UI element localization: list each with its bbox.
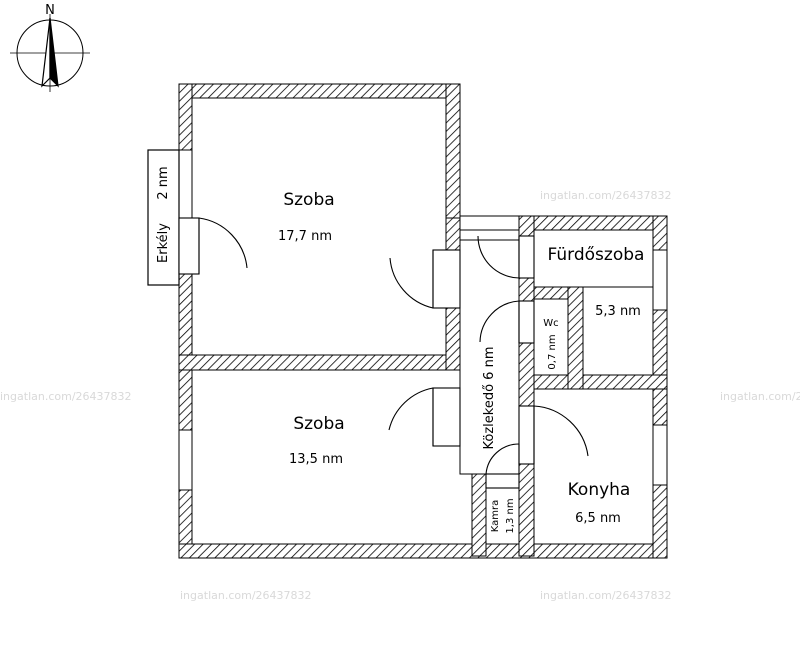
window	[178, 429, 193, 491]
window	[652, 249, 668, 311]
window	[652, 424, 668, 486]
door-swing	[485, 443, 520, 475]
door-swing	[388, 387, 434, 431]
room-area-konyha: 6,5 nm	[575, 511, 621, 526]
wall-bottom	[178, 543, 668, 559]
door-swing	[479, 300, 520, 343]
door-opening	[518, 235, 535, 279]
room-area-furdoszoba: 5,3 nm	[595, 304, 641, 319]
room-area-kamra: 1,3 nm	[505, 498, 516, 533]
compass-north-label: N	[45, 3, 55, 18]
room-floors	[191, 97, 654, 545]
floor-furdoszoba-right	[582, 286, 654, 376]
room-name-erkely: Erkély	[156, 223, 171, 263]
wall-between-szoba	[178, 354, 461, 371]
room-name-szoba2: Szoba	[293, 414, 344, 434]
door-swing	[198, 217, 248, 269]
watermark: ingatlan.com/26437832	[540, 589, 672, 602]
wall-top-left-block	[178, 83, 461, 99]
window	[178, 149, 193, 221]
wall-szoba1-right-upper	[445, 83, 461, 219]
door-opening	[178, 217, 200, 275]
door-opening	[485, 473, 520, 489]
room-name-wc: Wc	[543, 318, 558, 329]
wall-bath-bottom	[533, 374, 668, 390]
floor-szoba2	[191, 369, 473, 545]
floor-furdoszoba-top	[533, 229, 654, 288]
floor-konyha	[533, 388, 654, 545]
room-name-konyha: Konyha	[568, 480, 631, 500]
door-opening	[518, 405, 535, 465]
compass-needle-right	[49, 17, 59, 88]
watermark: ingatlan.com/26437832	[180, 589, 312, 602]
room-area-erkely: 2 nm	[156, 166, 171, 199]
watermark: ingatlan.com/26437832	[0, 390, 132, 403]
balcony-outline	[147, 149, 180, 286]
windows	[178, 149, 668, 491]
room-area-szoba2: 13,5 nm	[289, 452, 343, 467]
floor-szoba1	[191, 97, 447, 356]
room-name-kamra: Kamra	[490, 500, 501, 533]
door-swing	[533, 405, 589, 457]
watermark: ingatlan.com/26437832	[540, 189, 672, 202]
compass-needle-left	[41, 17, 51, 88]
wall-wc-right	[567, 286, 584, 390]
wall-konyha-left	[518, 459, 535, 557]
balcony	[147, 149, 180, 286]
door-opening	[432, 249, 461, 309]
floor-kamra	[485, 487, 520, 545]
watermark: ingatlan.com/26437832	[720, 390, 800, 403]
room-area-szoba1: 17,7 nm	[278, 229, 332, 244]
door-swing	[389, 257, 434, 309]
room-name-szoba1: Szoba	[283, 190, 334, 210]
door-opening	[432, 387, 461, 447]
wall-szoba2-right-lower	[471, 473, 487, 557]
north-compass: N	[10, 3, 90, 92]
room-area-wc: 0,7 nm	[547, 334, 558, 369]
room-label-kozlekedo: Közlekedő 6 nm	[482, 347, 497, 450]
door-opening	[518, 300, 535, 344]
door-swing	[477, 235, 520, 279]
window	[459, 215, 520, 231]
room-name-furdoszoba: Fürdőszoba	[548, 245, 645, 265]
room-labels: Szoba 17,7 nm Szoba 13,5 nm Fürdőszoba 5…	[156, 166, 644, 533]
doors	[178, 217, 589, 489]
